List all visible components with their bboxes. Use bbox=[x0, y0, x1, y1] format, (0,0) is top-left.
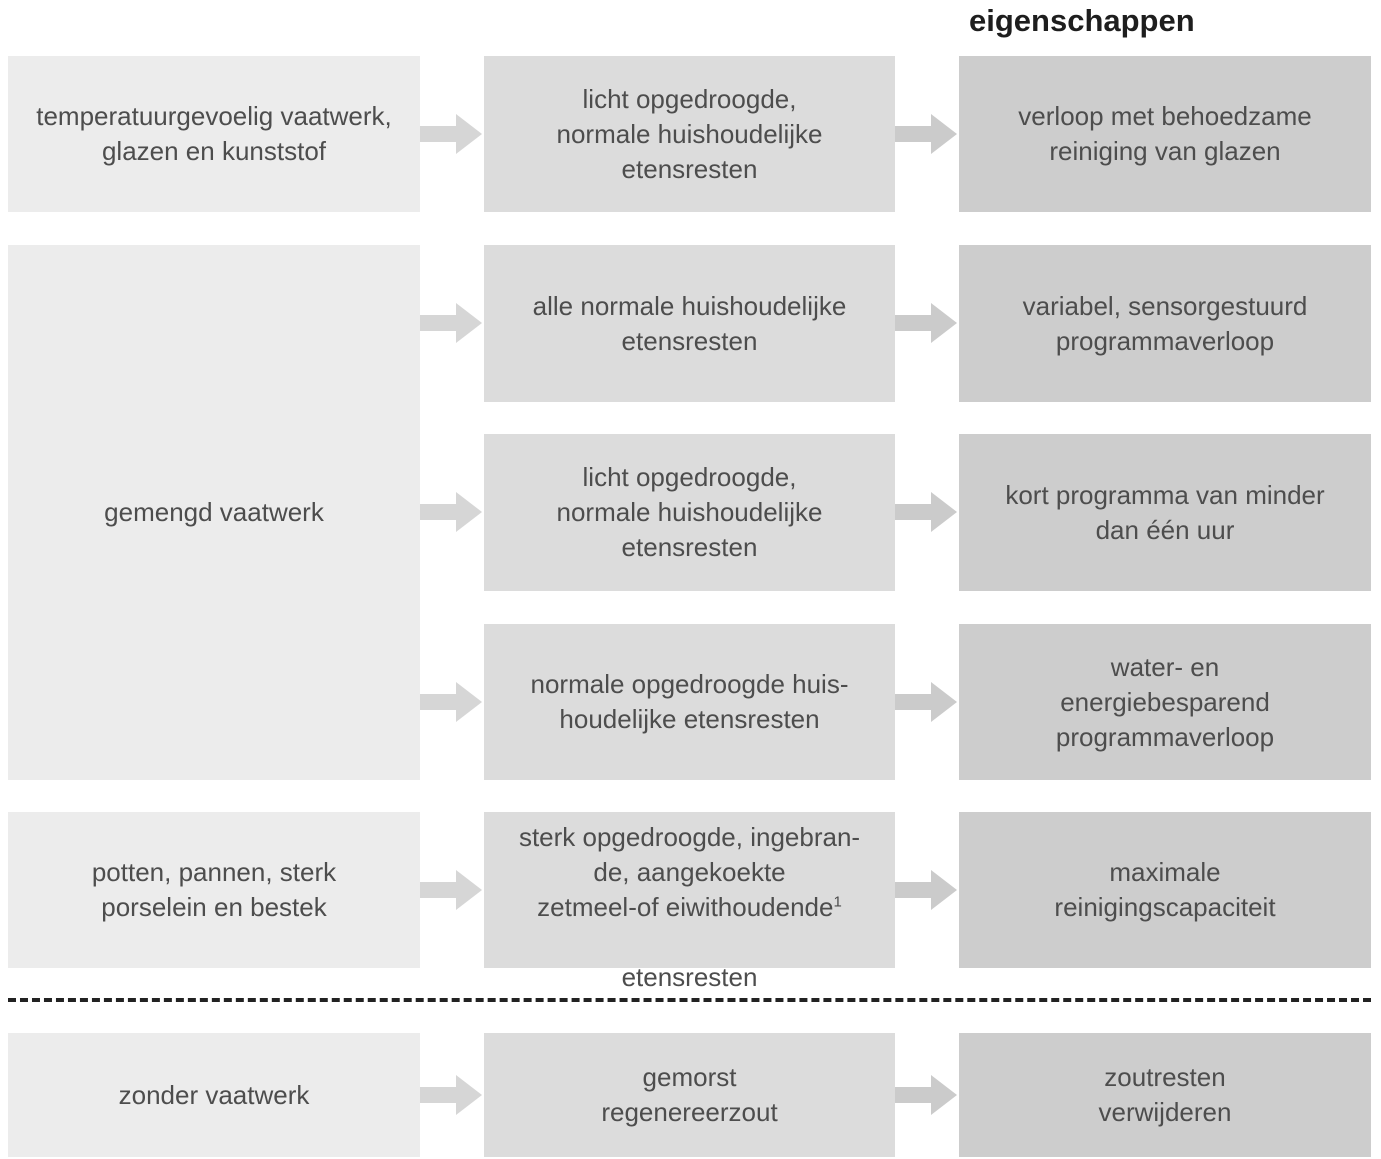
soiling-row1: licht opgedroogde, normale huishoudelijk… bbox=[484, 56, 895, 212]
soiling-row2b: licht opgedroogde, normale huishoudelijk… bbox=[484, 434, 895, 591]
property-row1: verloop met behoedzame reiniging van gla… bbox=[959, 56, 1371, 212]
category-temperatuurgevoelig: temperatuurgevoelig vaatwerk, glazen en … bbox=[8, 56, 420, 212]
soiling-row4: gemorst regenereerzout bbox=[484, 1033, 895, 1157]
property-row2b: kort programma van minder dan één uur bbox=[959, 434, 1371, 591]
right-arrow-icon bbox=[420, 870, 482, 910]
footnote-mark: 1 bbox=[833, 893, 842, 911]
right-arrow-icon bbox=[895, 114, 957, 154]
property-row2c: water- en energiebesparend programmaverl… bbox=[959, 624, 1371, 780]
right-arrow-icon bbox=[895, 303, 957, 343]
soiling-row2a: alle normale huishoudelijke etensresten bbox=[484, 245, 895, 402]
right-arrow-icon bbox=[895, 870, 957, 910]
right-arrow-icon bbox=[895, 682, 957, 722]
right-arrow-icon bbox=[895, 1075, 957, 1115]
right-arrow-icon bbox=[420, 682, 482, 722]
dashed-divider bbox=[8, 998, 1371, 1002]
property-row2a: variabel, sensorgestuurd programmaverloo… bbox=[959, 245, 1371, 402]
category-potten-pannen: potten, pannen, sterk porselein en beste… bbox=[8, 812, 420, 968]
soiling-row3-tail: etensresten bbox=[621, 962, 758, 992]
right-arrow-icon bbox=[420, 1075, 482, 1115]
right-arrow-icon bbox=[420, 114, 482, 154]
category-zonder-vaatwerk: zonder vaatwerk bbox=[8, 1033, 420, 1157]
soiling-row3: sterk opgedroogde, ingebran- de, aangeko… bbox=[484, 812, 895, 992]
category-gemengd-vaatwerk: gemengd vaatwerk bbox=[8, 245, 420, 780]
property-row3: maximale reinigingscapaciteit bbox=[959, 812, 1371, 968]
right-arrow-icon bbox=[895, 492, 957, 532]
soiling-row3-text: sterk opgedroogde, ingebran- de, aangeko… bbox=[518, 822, 861, 922]
right-arrow-icon bbox=[420, 303, 482, 343]
soiling-row2c: normale opgedroogde huis- houdelijke ete… bbox=[484, 624, 895, 780]
property-row4: zoutresten verwijderen bbox=[959, 1033, 1371, 1157]
right-arrow-icon bbox=[420, 492, 482, 532]
heading: eigenschappen bbox=[969, 3, 1195, 38]
